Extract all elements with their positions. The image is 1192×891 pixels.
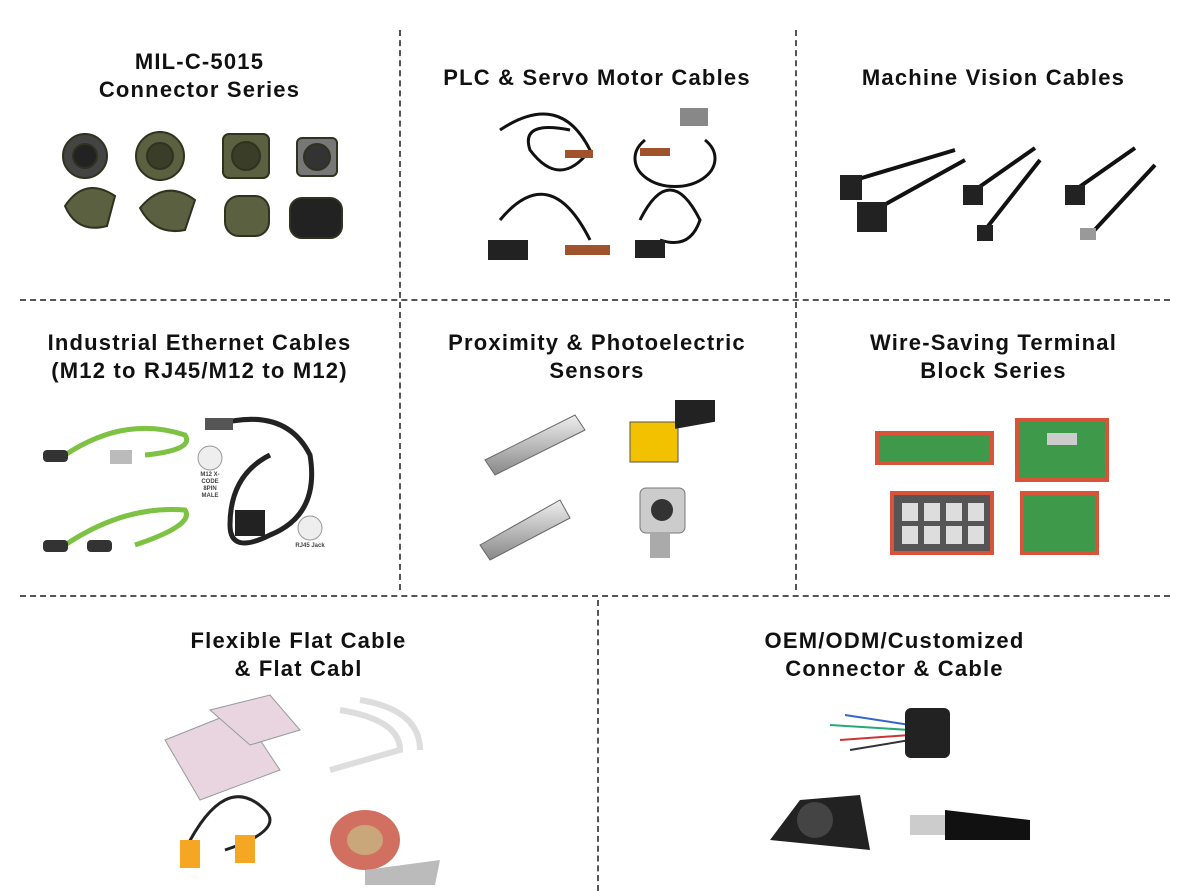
title-line: Industrial Ethernet Cables xyxy=(47,330,352,355)
category-wire-saving-terminal-blocks[interactable]: Wire-Saving Terminal Block Series xyxy=(795,329,1192,385)
category-title: Wire-Saving Terminal Block Series xyxy=(795,329,1192,385)
title-line: Connector & Cable xyxy=(785,656,1004,681)
category-plc-servo-cables[interactable]: PLC & Servo Motor Cables xyxy=(399,64,795,92)
title-line: Proximity & Photoelectric xyxy=(448,330,746,355)
category-title: MIL-C-5015 Connector Series xyxy=(0,48,399,104)
title-line: Flexible Flat Cable xyxy=(190,628,407,653)
divider xyxy=(795,30,797,590)
category-title: OEM/ODM/Customized Connector & Cable xyxy=(597,627,1192,683)
category-title: Proximity & Photoelectric Sensors xyxy=(399,329,795,385)
title-line: Connector Series xyxy=(98,77,301,102)
category-oem-odm-customized[interactable]: OEM/ODM/Customized Connector & Cable xyxy=(597,627,1192,683)
custom-connectors-image xyxy=(770,708,1030,850)
category-industrial-ethernet-cables[interactable]: Industrial Ethernet Cables (M12 to RJ45/… xyxy=(0,329,399,385)
divider xyxy=(597,600,599,891)
m12-xcode-label: M12 X-CODE 8PIN MALE xyxy=(200,472,220,499)
category-mil-c-5015[interactable]: MIL-C-5015 Connector Series xyxy=(0,48,399,104)
title-line: & Flat Cabl xyxy=(234,656,363,681)
category-proximity-photoelectric-sensors[interactable]: Proximity & Photoelectric Sensors xyxy=(399,329,795,385)
divider xyxy=(20,299,1170,301)
title-line: (M12 to RJ45/M12 to M12) xyxy=(51,358,348,383)
rj45-jack-label: RJ45 Jack xyxy=(295,543,325,549)
terminal-blocks-image xyxy=(875,418,1109,555)
title-line: Machine Vision Cables xyxy=(861,65,1126,90)
category-title: Industrial Ethernet Cables (M12 to RJ45/… xyxy=(0,329,399,385)
divider xyxy=(399,30,401,590)
title-line: Block Series xyxy=(920,358,1067,383)
title-line: PLC & Servo Motor Cables xyxy=(443,65,751,90)
mil-connectors-image xyxy=(62,131,343,239)
machine-vision-cables-image xyxy=(840,146,1157,241)
title-line: MIL-C-5015 xyxy=(134,49,265,74)
category-flexible-flat-cable[interactable]: Flexible Flat Cable & Flat Cabl xyxy=(0,627,597,683)
category-title: PLC & Servo Motor Cables xyxy=(399,64,795,92)
flat-cables-image xyxy=(164,694,440,885)
category-title: Machine Vision Cables xyxy=(795,64,1192,92)
plc-cables-image xyxy=(488,108,717,260)
category-machine-vision-cables[interactable]: Machine Vision Cables xyxy=(795,64,1192,92)
sensors-image xyxy=(479,400,715,561)
title-line: Wire-Saving Terminal xyxy=(869,330,1118,355)
title-line: Sensors xyxy=(549,358,645,383)
divider xyxy=(20,595,1170,597)
ethernet-cables-image xyxy=(43,416,323,552)
title-line: OEM/ODM/Customized xyxy=(764,628,1025,653)
category-title: Flexible Flat Cable & Flat Cabl xyxy=(0,627,597,683)
